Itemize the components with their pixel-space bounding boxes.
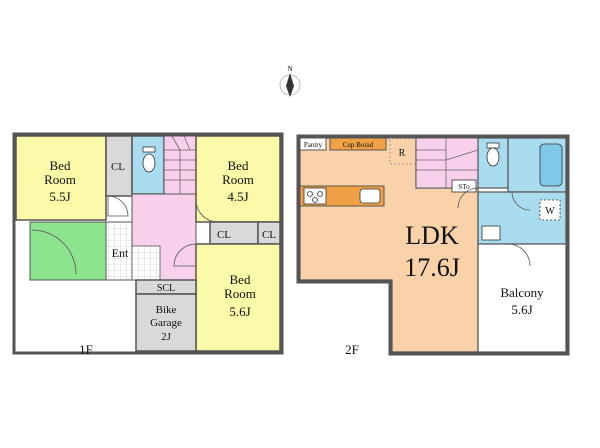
cupboard-label: Cup Borad	[343, 141, 374, 149]
stairs-icon-1f	[164, 135, 196, 194]
bedroom-5-6j-line3: 5.6J	[229, 304, 250, 319]
pantry	[299, 137, 327, 151]
entrance-floor	[131, 245, 161, 281]
storage-label: STo	[458, 183, 470, 191]
entrance-label: Ent	[112, 246, 129, 260]
refrigerator-label: R	[399, 148, 406, 159]
stairs-icon-2f	[416, 138, 479, 188]
floor-1-label: 1F	[79, 342, 93, 357]
storage-sto	[451, 179, 477, 193]
sink-icon	[359, 188, 381, 204]
bedroom-5-5j-line3: 5.5J	[49, 189, 70, 204]
balcony-line1: Balcony	[500, 285, 544, 300]
stove-icon	[303, 187, 327, 205]
ldk-line2: 17.6J	[404, 253, 460, 282]
ldk-line1: LDK	[405, 221, 459, 250]
vanity-icon	[481, 225, 501, 241]
bedroom-4-5j-line2: Room	[222, 172, 254, 187]
closet-1-label: CL	[111, 161, 125, 173]
bike-garage	[135, 293, 197, 352]
bedroom-5-5j	[15, 135, 107, 221]
door-swings-1f	[31, 195, 219, 275]
bedroom-4-5j-line1: Bed	[228, 158, 249, 173]
entrance-area	[105, 221, 133, 281]
shoe-closet-label: SCL	[157, 283, 175, 294]
washing-machine-label: W	[545, 206, 555, 217]
balcony	[477, 243, 567, 353]
bike-garage-line1: Bike	[156, 304, 177, 316]
bedroom-5-5j-line2: Room	[44, 172, 76, 187]
compass-letter: N	[287, 65, 292, 73]
refrigerator-space	[389, 137, 417, 165]
bedroom-4-5j-line3: 4.5J	[227, 189, 248, 204]
bike-garage-line3: 2J	[161, 331, 172, 343]
north-compass-icon: N	[279, 65, 301, 97]
windows-2f	[299, 210, 460, 355]
floor-2-plan: Pantry Cup Borad R STo W LDK 17.6J Balco…	[296, 134, 570, 357]
pantry-label: Pantry	[304, 141, 323, 149]
floor-2-label: 2F	[345, 342, 359, 357]
bedroom-5-6j-line1: Bed	[230, 272, 251, 287]
floor-1-plan: Bed Room 5.5J CL Bed Room 4.5J CL CL Ent…	[12, 132, 284, 357]
door-swings-2f	[457, 187, 531, 267]
cupboard	[329, 137, 387, 151]
toilet-icon	[142, 146, 156, 173]
washing-machine-space	[539, 199, 561, 221]
closet-3-label: CL	[262, 229, 276, 241]
bedroom-5-6j	[195, 243, 281, 352]
toilet-icon	[486, 142, 500, 167]
windows-1f	[13, 170, 281, 352]
garden-area	[29, 221, 107, 281]
bike-garage-line2: Garage	[150, 317, 182, 329]
closet-2-label: CL	[217, 229, 231, 241]
bathtub-icon	[539, 143, 563, 187]
bedroom-5-6j-line2: Room	[224, 286, 256, 301]
bedroom-5-5j-line1: Bed	[50, 158, 71, 173]
balcony-line2: 5.6J	[511, 302, 532, 317]
